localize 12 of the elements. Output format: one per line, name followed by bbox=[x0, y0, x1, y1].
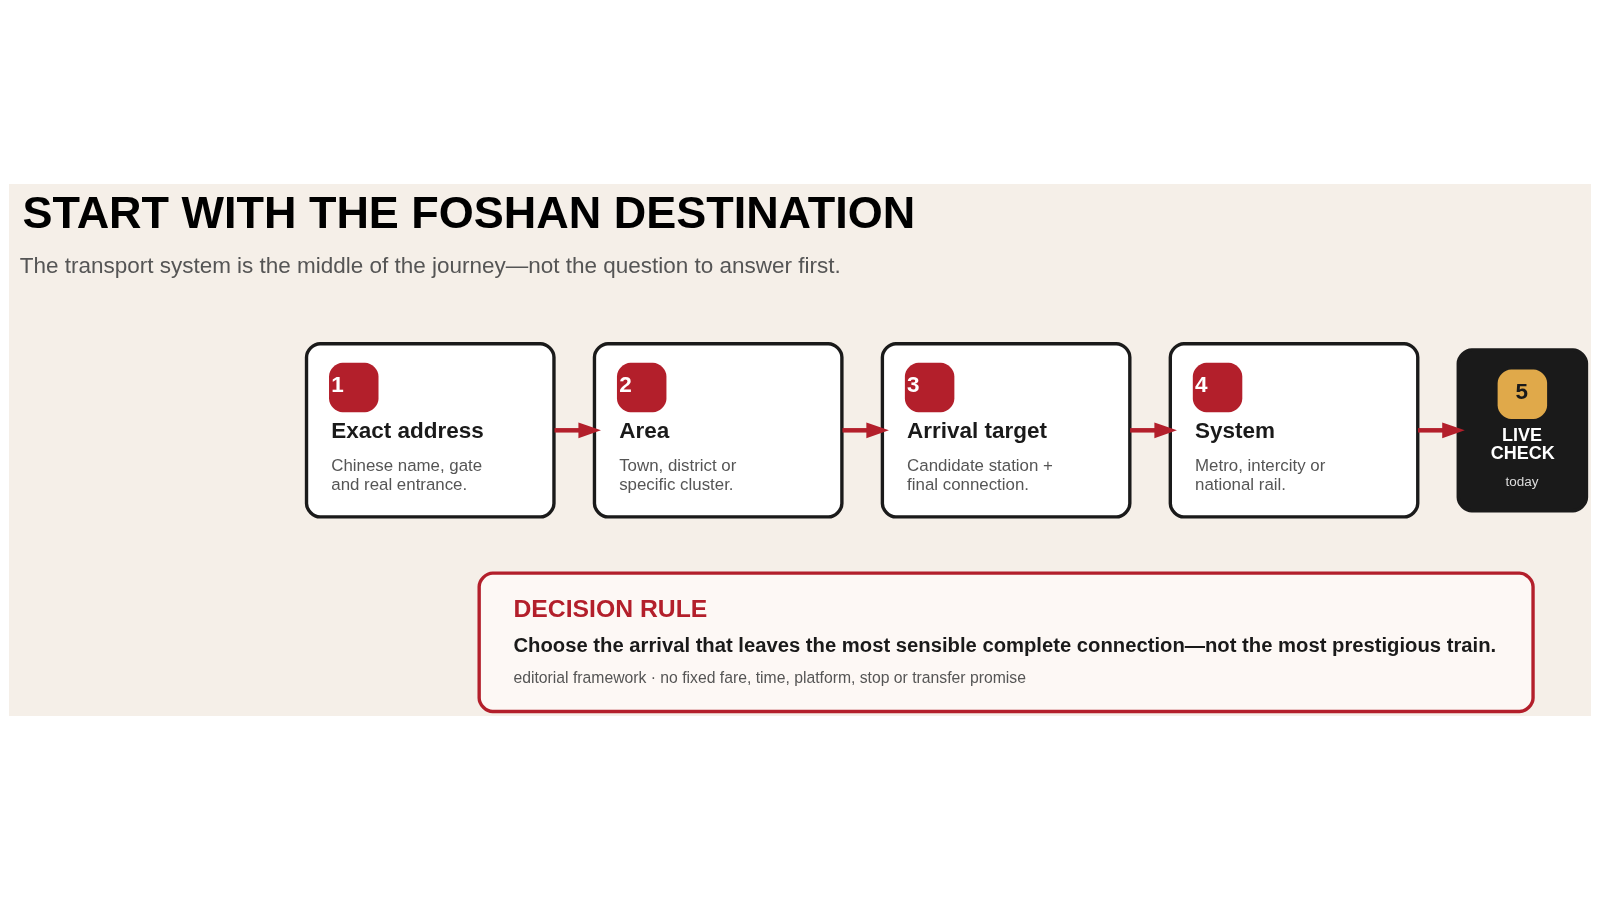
arrow bbox=[1418, 422, 1465, 439]
arrow bbox=[842, 422, 889, 439]
node-box: DECISION RULE Choose the arrival that leaves the most sensible complete connection—not the most prestigious train. editorial framework · no fixed fare, time, platform, stop or transfer promise bbox=[477, 571, 1535, 714]
node-box: 2 Area Town, district or specific cluster. bbox=[592, 342, 844, 519]
arrow bbox=[1130, 422, 1177, 439]
node-box: 1 Exact address Chinese name, gate and real entrance. bbox=[304, 342, 556, 519]
node-box: 5 LIVE CHECK today bbox=[1456, 348, 1589, 513]
node-box: 3 Arrival target Candidate station + final connection. bbox=[880, 342, 1132, 519]
diagram-title: START WITH THE FOSHAN DESTINATION bbox=[22, 186, 916, 238]
arrow bbox=[554, 422, 601, 439]
label: The transport system is the middle of the journey—not the question to answer first. bbox=[19, 252, 841, 278]
node-box: 4 System Metro, intercity or national rail. bbox=[1168, 342, 1420, 519]
